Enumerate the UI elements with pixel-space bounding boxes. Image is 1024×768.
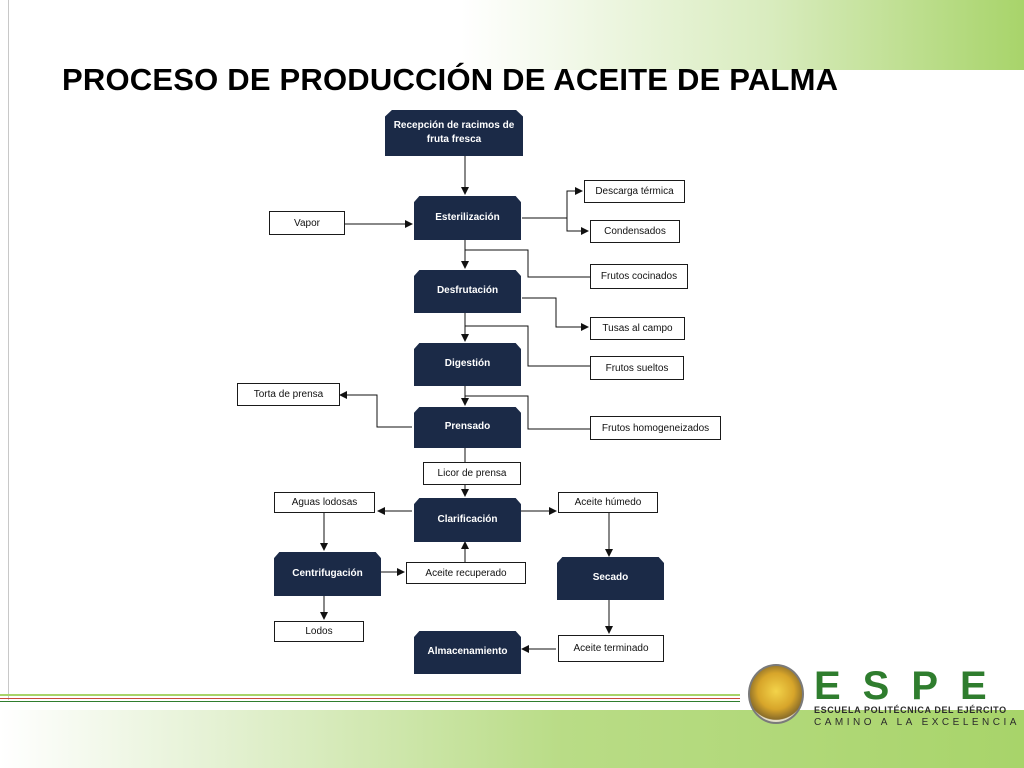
step-secado: Secado bbox=[557, 557, 664, 600]
footer-stripes bbox=[0, 694, 740, 702]
arrow-condensados bbox=[566, 218, 589, 235]
page-title: PROCESO DE PRODUCCIÓN DE ACEITE DE PALMA bbox=[62, 62, 839, 97]
stream-aceite-terminado: Aceite terminado bbox=[558, 635, 664, 662]
stream-condensados: Condensados bbox=[590, 220, 680, 243]
line-frutos-sueltos bbox=[465, 325, 590, 367]
stream-tusas-al-campo: Tusas al campo bbox=[590, 317, 685, 340]
stream-licor-de-prensa: Licor de prensa bbox=[423, 462, 521, 485]
espe-school-name: ESCUELA POLITÉCNICA DEL EJÉRCITO bbox=[814, 705, 1007, 715]
stream-frutos-sueltos: Frutos sueltos bbox=[590, 356, 684, 380]
step-centrifugacion: Centrifugación bbox=[274, 552, 381, 596]
stream-vapor: Vapor bbox=[269, 211, 345, 235]
header-gradient-band bbox=[0, 0, 1024, 70]
step-esterilizacion: Esterilización bbox=[414, 196, 521, 240]
espe-logo: ESPE ESCUELA POLITÉCNICA DEL EJÉRCITO CA… bbox=[744, 664, 1016, 732]
espe-seal-icon bbox=[748, 664, 804, 724]
step-desfrutacion: Desfrutación bbox=[414, 270, 521, 313]
espe-letters: ESPE bbox=[814, 664, 1009, 708]
stream-aceite-recuperado: Aceite recuperado bbox=[406, 562, 526, 584]
stream-lodos: Lodos bbox=[274, 621, 364, 642]
step-clarificacion: Clarificación bbox=[414, 498, 521, 542]
arrow-descarga bbox=[522, 187, 583, 219]
left-border-line bbox=[8, 0, 9, 700]
step-prensado: Prensado bbox=[414, 407, 521, 448]
stream-aguas-lodosas: Aguas lodosas bbox=[274, 492, 375, 513]
stream-descarga-termica: Descarga térmica bbox=[584, 180, 685, 203]
arrow-torta bbox=[339, 391, 412, 428]
stream-torta-de-prensa: Torta de prensa bbox=[237, 383, 340, 406]
stream-frutos-cocinados: Frutos cocinados bbox=[590, 264, 688, 289]
arrow-tusas bbox=[522, 297, 589, 331]
step-almacenamiento: Almacenamiento bbox=[414, 631, 521, 674]
line-frutos-cocinados bbox=[465, 249, 590, 278]
stream-frutos-homogeneizados: Frutos homogeneizados bbox=[590, 416, 721, 440]
line-frutos-homog bbox=[465, 395, 590, 430]
step-digestion: Digestión bbox=[414, 343, 521, 386]
step-recepcion: Recepción de racimos de fruta fresca bbox=[385, 110, 523, 156]
stream-aceite-humedo: Aceite húmedo bbox=[558, 492, 658, 513]
espe-motto: CAMINO A LA EXCELENCIA bbox=[814, 717, 1020, 728]
footer-gradient-band bbox=[0, 710, 1024, 768]
